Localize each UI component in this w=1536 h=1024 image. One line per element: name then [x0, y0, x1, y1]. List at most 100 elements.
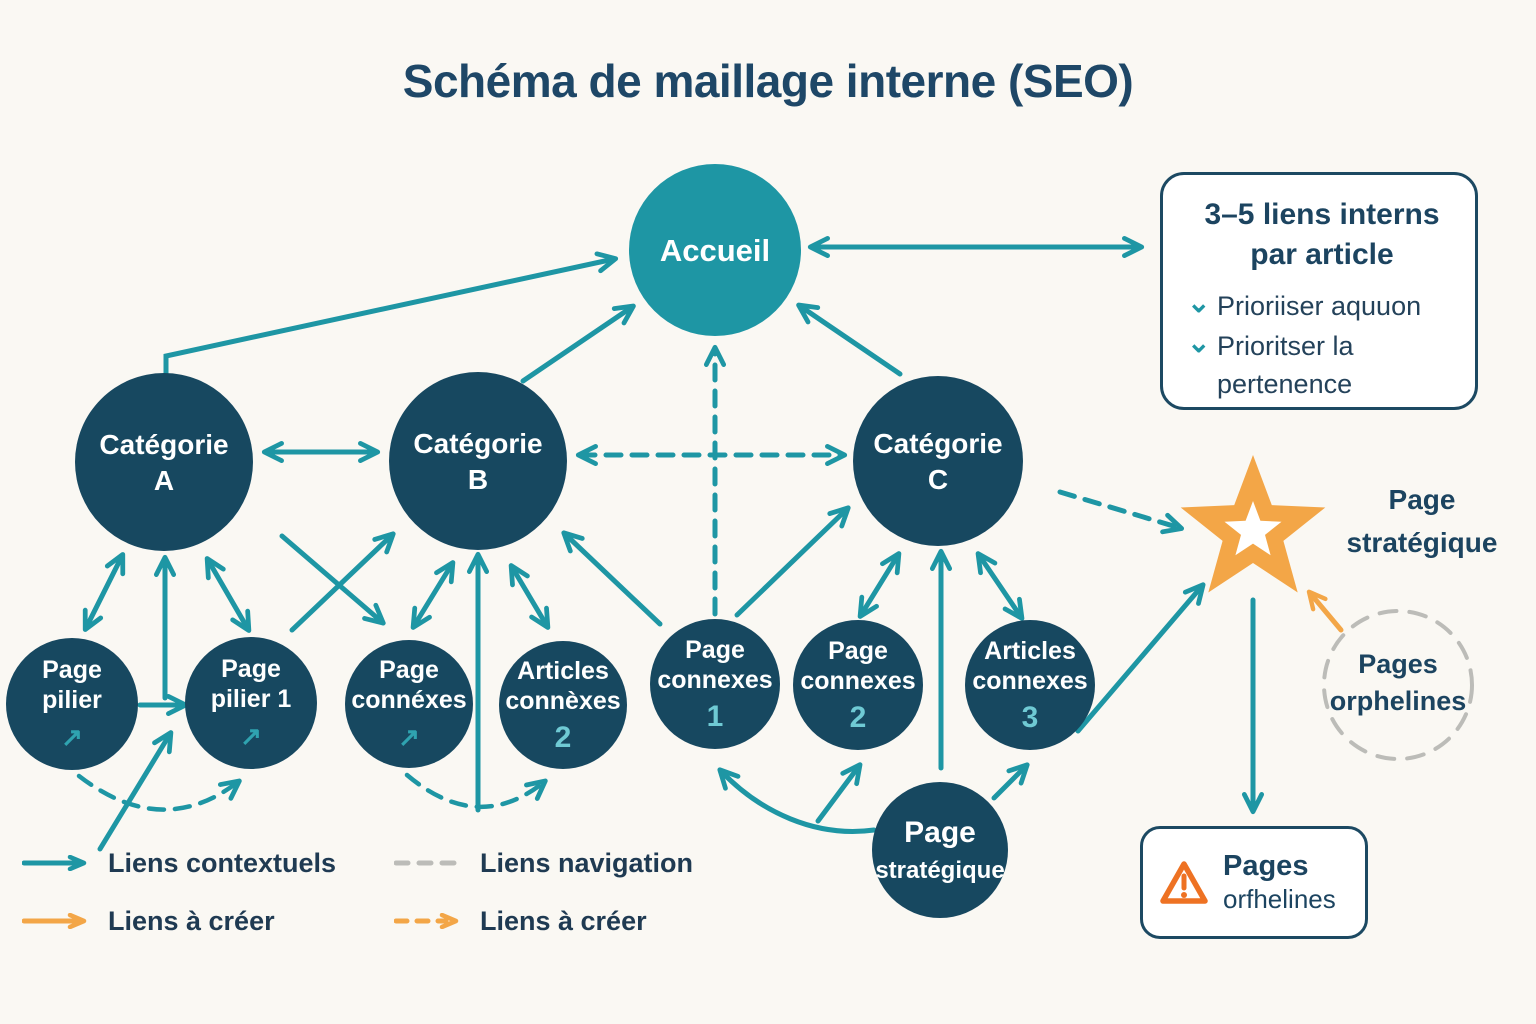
node-label: connexes	[972, 667, 1087, 695]
node-circle	[345, 640, 473, 768]
internal-links-info-box: 3–5 liens interns par article ⌄ Prioriis…	[1160, 172, 1478, 410]
edge-connexes1-b	[561, 530, 663, 627]
node-arrow-glyph: ↗	[61, 722, 83, 752]
legend-label: Liens à créer	[108, 905, 275, 936]
legend-item-contextual-links: Liens contextuels	[22, 842, 394, 884]
node-number: 2	[555, 721, 572, 754]
edge-diag-up-pilier1	[97, 730, 174, 852]
edge-a-to-accueil	[163, 251, 619, 381]
warning-box-line2: orfhelines	[1223, 883, 1336, 914]
node-label: Page	[685, 636, 745, 664]
edge-strat-connexes1	[717, 767, 877, 834]
warning-box-line1: Pages	[1223, 849, 1309, 882]
edge-b-connexes	[410, 560, 456, 630]
node-label: pilier 1	[211, 685, 292, 713]
edge-curve2-navigation	[404, 772, 548, 810]
node-page-strategique: Page stratégique	[872, 782, 1008, 918]
node-label: pilier	[42, 686, 102, 714]
node-label: Page	[379, 656, 439, 684]
edge-c-to-accueil	[796, 302, 903, 377]
node-number: 3	[1022, 701, 1039, 734]
legend-label: Liens navigation	[480, 847, 694, 878]
node-arrow-glyph: ↗	[240, 721, 262, 751]
node-label: connexes	[800, 667, 915, 695]
node-circle	[872, 782, 1008, 918]
node-label: Catégorie	[873, 428, 1002, 459]
gray-dash-icon	[394, 860, 461, 866]
node-layer: AccueilCatégorieACatégorieBCatégorieCPag…	[6, 164, 1095, 918]
node-circle	[6, 638, 138, 770]
node-label: Page	[904, 816, 976, 849]
edge-art3-star	[1075, 582, 1206, 734]
legend-label: Liens contextuels	[108, 847, 337, 878]
node-number: 2	[850, 701, 867, 734]
star-inner-shape	[1224, 501, 1282, 556]
edge-connexes1-c	[734, 505, 851, 618]
edge-layer	[76, 235, 1344, 852]
info-bullet-text: Prioritser la pertenence	[1217, 331, 1354, 399]
edge-c-connexes2	[857, 551, 902, 619]
legend-item-navigation-links: Liens navigation	[394, 842, 702, 884]
node-circle	[75, 373, 253, 551]
node-label: connexes	[657, 666, 772, 694]
legend-item-links-to-create: Liens à créer	[22, 900, 394, 942]
node-circle	[629, 164, 801, 336]
node-label: B	[468, 464, 488, 495]
node-number: 1	[707, 700, 724, 733]
node-circle	[389, 372, 567, 550]
node-circle	[853, 376, 1023, 546]
chevron-down-icon: ⌄	[1187, 287, 1211, 318]
node-accueil: Accueil	[629, 164, 801, 336]
edge-pilier1-b	[289, 531, 396, 633]
edge-orphan-star-create	[1306, 589, 1344, 633]
edge-a-connexes	[279, 533, 386, 626]
teal-arrow-icon	[22, 855, 87, 871]
node-label: Page	[828, 637, 888, 665]
edge-b-to-accueil	[520, 303, 636, 384]
legend-label: Liens à créer	[480, 905, 647, 936]
node-label: A	[154, 465, 174, 496]
edge-strat-connexes2	[815, 762, 863, 824]
orphan-pages-label-line2: orphelines	[1329, 686, 1467, 716]
node-label: Catégorie	[413, 428, 542, 459]
node-label: connèxes	[505, 687, 620, 715]
node-arrow-glyph: ↗	[398, 722, 420, 752]
page-title: Schéma de maillage interne (SEO)	[402, 55, 1134, 107]
orphan-pages-label-line1: Pages	[1358, 649, 1438, 679]
orange-arrow-icon	[22, 913, 87, 929]
node-label: stratégique	[875, 857, 1004, 884]
orphan-pages-warning-box: Pages orfhelines	[1140, 826, 1368, 939]
strategic-page-label-line1: Page	[1388, 484, 1456, 515]
info-bullet: ⌄ Prioriiser aquuon	[1187, 287, 1457, 325]
chevron-down-icon: ⌄	[1187, 327, 1211, 358]
strategic-page-label-line2: stratégique	[1346, 527, 1498, 558]
node-label: Articles	[517, 657, 609, 685]
info-box-title-line2: par article	[1250, 238, 1394, 271]
node-circle	[793, 620, 923, 750]
edge-b-art2	[508, 563, 551, 630]
edge-c-star-navigation	[1057, 489, 1185, 535]
edge-curve1-navigation	[76, 773, 242, 812]
orange-dash-arrow-icon	[394, 913, 459, 929]
legend-item-links-to-create-dashed: Liens à créer	[394, 900, 702, 942]
node-circle	[499, 641, 627, 769]
node-label: C	[928, 464, 948, 495]
warning-triangle-icon	[1160, 860, 1208, 904]
orphan-pages-dashed-circle	[1322, 609, 1474, 761]
node-label: Page	[221, 655, 281, 683]
edge-c-art3	[975, 551, 1025, 621]
node-circle	[650, 619, 780, 749]
node-label: connéxes	[351, 686, 466, 714]
info-box-title-line1: 3–5 liens interns	[1204, 198, 1440, 231]
legend: Liens contextuels Liens navigation Liens…	[22, 842, 702, 942]
